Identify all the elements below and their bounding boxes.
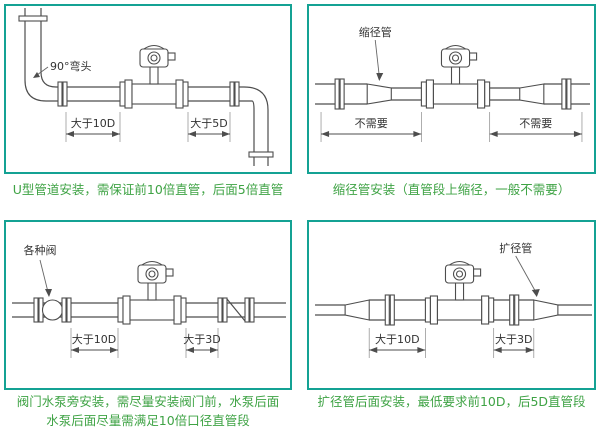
caption-valve-pump-line2: 水泵后面尽量需满足10倍口径直管段 <box>46 412 250 428</box>
dim-label-right: 不需要 <box>519 117 552 130</box>
dim-label-right: 大于5D <box>190 116 227 130</box>
caption-valve-pump: 阀门水泵旁安装，需尽量安装阀门前，水泵后面 水泵后面尽量需满足10倍口径直管段 <box>4 393 292 429</box>
panel-u-pipe: 90°弯头 大于10D 大于5D <box>4 4 292 174</box>
caption-expander: 扩径管后面安装，最低要求前10D，后5D直管段 <box>317 394 586 409</box>
left-elbow <box>24 79 47 102</box>
expander-right <box>533 299 559 321</box>
expander-diagram: 扩径管 大于10D 大于3D <box>315 241 592 358</box>
reducer-left <box>366 83 392 105</box>
valve-right <box>226 298 246 322</box>
reducer-diagram: 缩径管 不需要 不需要 <box>315 25 590 142</box>
callout-expander-label: 扩径管 <box>499 241 532 255</box>
reducer-right <box>519 83 545 105</box>
u-pipe-diagram: 90°弯头 大于10D 大于5D <box>18 8 274 166</box>
expander-left <box>344 299 370 321</box>
flowmeter-icon <box>420 44 491 109</box>
elbow-bottom-flange <box>248 151 274 158</box>
elbow-top-flange <box>18 15 48 22</box>
caption-reducer: 缩径管安装（直管段上缩径，一般不需要） <box>332 182 571 197</box>
panel-valve-pump: 各种阀 大于10D 大于3D <box>4 220 292 390</box>
flowmeter-icon <box>424 260 495 325</box>
dim-label-left: 大于10D <box>375 332 420 346</box>
dim-label-left: 大于10D <box>72 332 116 346</box>
flowmeter-icon <box>117 260 187 325</box>
caption-u-pipe: U型管道安装，需保证前10倍直管，后面5倍直管 <box>12 182 284 197</box>
valve-diagram: 各种阀 大于10D 大于3D <box>12 243 286 358</box>
panel-expander: 扩径管 大于10D 大于3D <box>307 220 596 390</box>
valve-left <box>41 299 64 321</box>
dim-label-left: 大于10D <box>71 116 115 130</box>
callout-elbow-label: 90°弯头 <box>50 59 92 73</box>
flowmeter-icon <box>119 44 189 109</box>
dim-label-left: 不需要 <box>355 117 388 130</box>
panel-reducer: 缩径管 不需要 不需要 <box>307 4 596 174</box>
dim-label-right: 大于3D <box>183 332 220 346</box>
callout-reducer-label: 缩径管 <box>359 25 392 39</box>
right-elbow <box>243 86 269 111</box>
callout-valves-label: 各种阀 <box>24 243 57 257</box>
dim-label-right: 大于3D <box>495 332 533 346</box>
caption-valve-pump-line1: 阀门水泵旁安装，需尽量安装阀门前，水泵后面 <box>16 394 280 409</box>
